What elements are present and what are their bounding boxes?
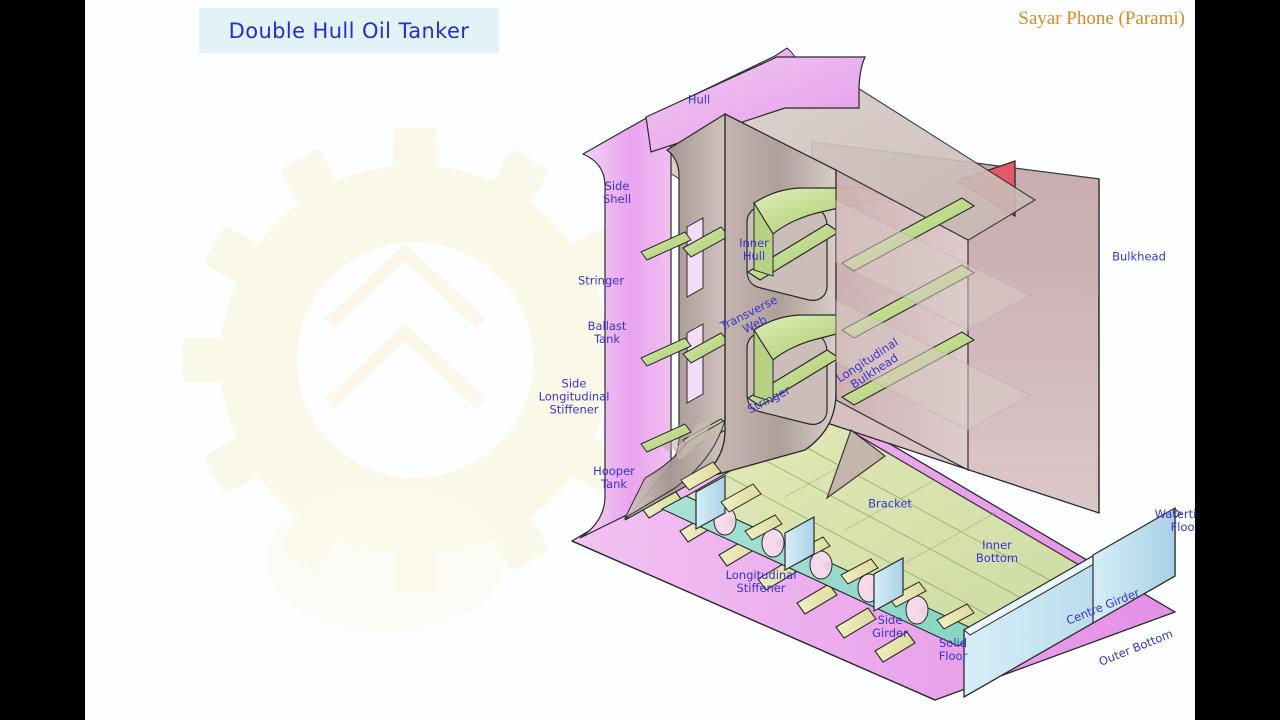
title-box: Double Hull Oil Tanker — [199, 8, 499, 53]
web-stiffener-tabs — [744, 514, 975, 630]
side-longitudinal-stiffeners — [640, 231, 692, 453]
page-title: Double Hull Oil Tanker — [228, 18, 470, 43]
interior-deck-panels — [835, 199, 1031, 431]
hopper-tank-structure — [623, 418, 762, 520]
credit-text: Sayar Phone (Parami) — [1018, 8, 1185, 29]
watertight-floor — [1092, 506, 1176, 625]
hull-deck-plane — [645, 56, 866, 153]
letterbox-left — [0, 0, 85, 720]
diagram-canvas: Hull Side Shell Stringer Ballast Tank Si… — [85, 0, 1195, 720]
double-hull-oil-tanker-illustration — [183, 47, 1182, 701]
letterbox-right — [1195, 0, 1280, 720]
bracket-plate — [825, 429, 887, 500]
solid-floor-plates — [695, 474, 904, 613]
outer-bottom-front-edge — [571, 540, 936, 701]
gear-watermark — [183, 128, 647, 632]
